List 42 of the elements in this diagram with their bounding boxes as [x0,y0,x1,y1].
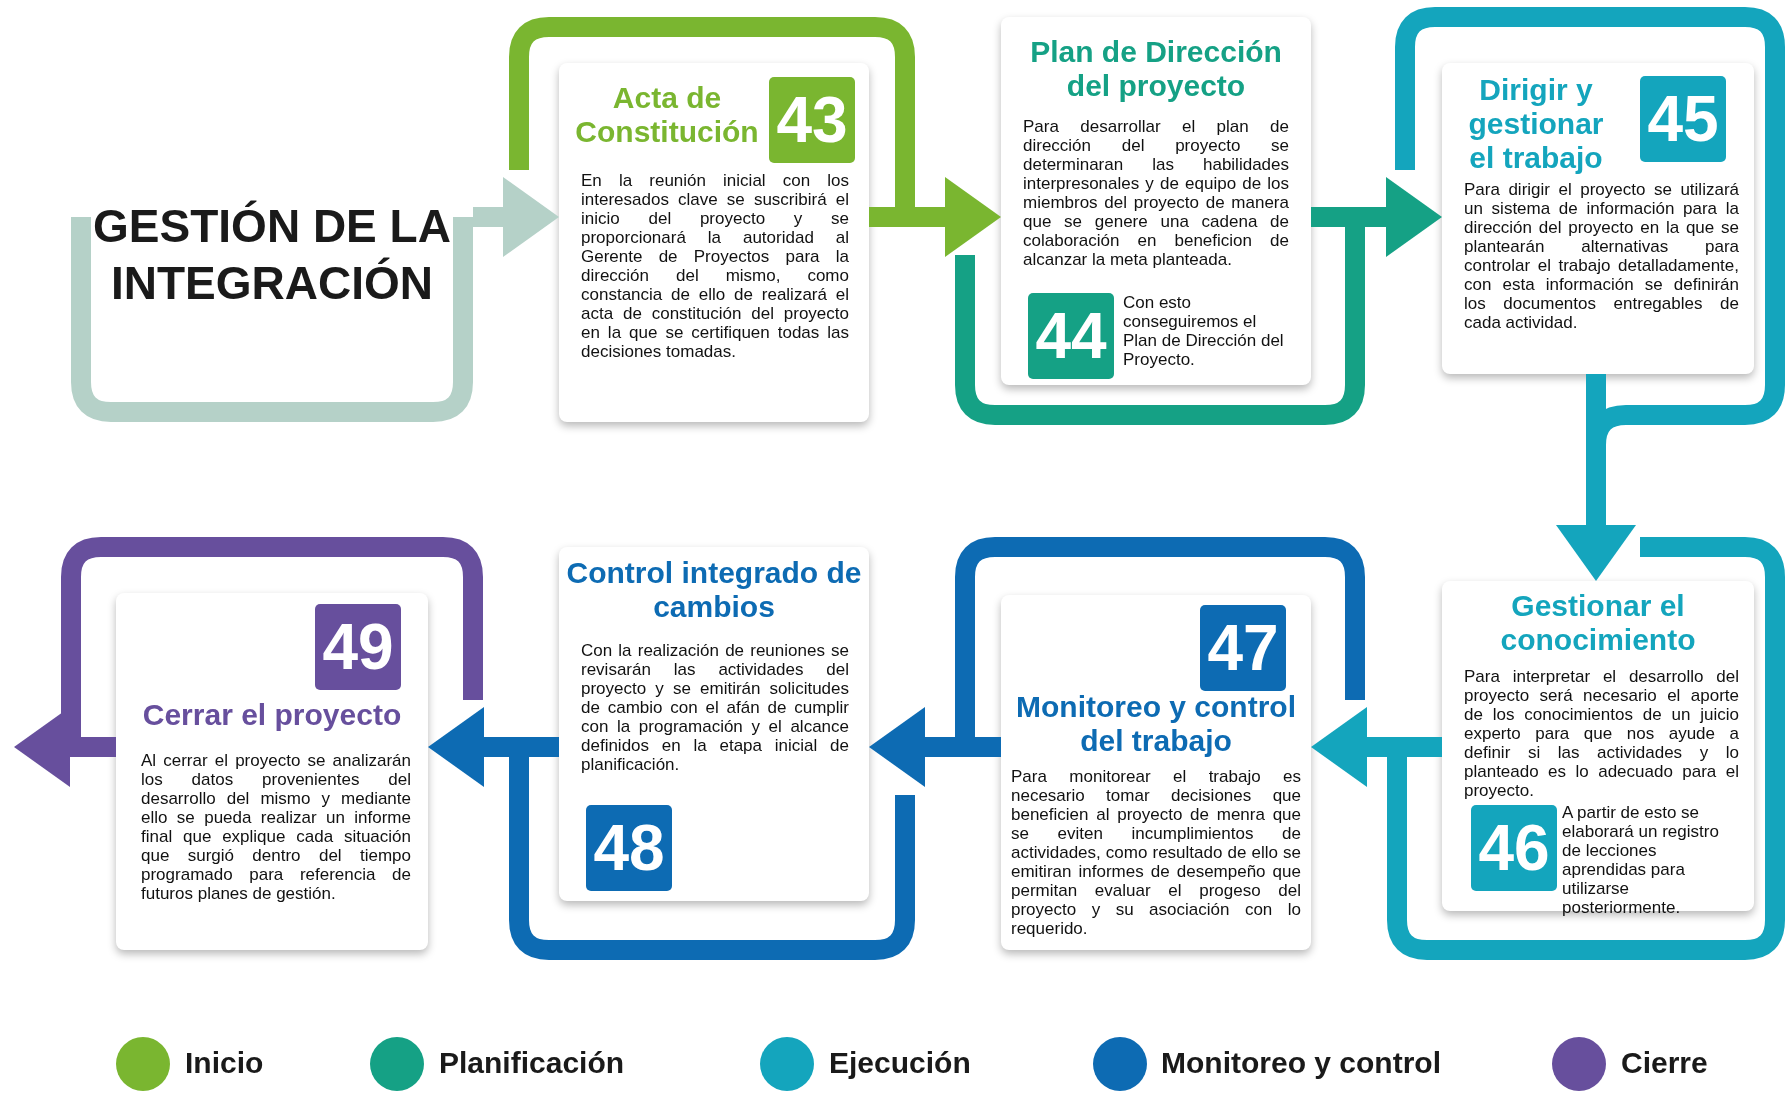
legend-label: Inicio [185,1046,264,1080]
flow-arrow [1311,177,1442,257]
step-description: A partir de esto se elaborará un registro de lecciones aprendidas para utilizarse posteriormente. [1562,803,1720,917]
step-description: Para interpretar el desarrollo del proyecto será necesario el aporte de los conocimientos de un juicio experto para que nos ayude a definir si las actividades y lo planteado es lo adecuado para el proyecto. [1464,667,1739,800]
step-card [559,547,869,901]
legend-label: Monitoreo y control [1161,1046,1441,1080]
step-number-badge: 43 [769,77,855,163]
legend-label: Planificación [439,1046,625,1080]
step-heading: Control integrado de cambios [565,556,863,624]
step-description: Para dirigir el proyecto se utilizará un sistema de información para la dirección del proyecto en la que se plantearán alternativas para controlar el trabajo detalladamente, con esta información se definirán los documentos entregables de cada actividad. [1464,180,1739,332]
step-number-badge: 49 [315,604,401,690]
legend-label: Cierre [1621,1046,1708,1080]
flow-arrow [473,177,559,257]
step-number-badge: 44 [1028,293,1114,379]
flow-arrow [869,707,1001,787]
step-heading: Gestionar el conocimiento [1499,589,1697,657]
step-description: Para monitorear el trabajo es necesario tomar decisiones que beneficien al proyecto de menra que se eviten incumplimientos de actividades, como resultado de ello se emitiran informes de desempeño que permitan evaluar el progeso del proyecto y su asociación con lo requerido. [1011,767,1301,938]
flow-arrow [428,707,559,787]
step-heading: Acta de Constitución [574,81,760,149]
title-text: GESTIÓN DE LA INTEGRACIÓN [92,199,452,311]
step-heading: Plan de Dirección del proyecto [1029,35,1283,103]
flow-arrow [1311,707,1442,787]
legend-label: Ejecución [829,1046,971,1080]
step-description: Para desarrollar el plan de dirección del proyecto se determinaran las habilidades interpresonales y de equipo de los miembros del proyecto de manera que se genere una cadena de colaboración en beneficion de alcanzar la meta planteada. [1023,117,1289,269]
step-heading: Monitoreo y control del trabajo [1015,690,1297,758]
step-description: Al cerrar el proyecto se analizarán los datos provenientes del desarrollo del mismo y mediante ello se pueda realizar un informe final que explique cada situación que surgió dentro del tiempo programado para referencia de futuros planes de gestión. [141,751,411,903]
step-number-badge: 46 [1471,805,1557,891]
step-card [1442,63,1754,374]
step-description: Con esto conseguiremos el Plan de Dirección del Proyecto. [1123,293,1285,369]
flow-arrow [1556,374,1636,581]
step-number-badge: 45 [1640,76,1726,162]
step-number-badge: 48 [586,805,672,891]
step-card [1001,17,1311,385]
step-heading: Cerrar el proyecto [141,698,403,732]
step-card [1001,595,1311,950]
step-description: Con la realización de reuniones se revisarán las actividades del proyecto y se emitirán solicitudes de cambio con el afán de cumplir con la programación y el alcance definidos en la etapa inicial de planificación. [581,641,849,774]
step-card [116,593,428,950]
step-card [559,63,869,422]
step-description: En la reunión inicial con los interesados clave se suscribirá el inicio del proyecto y se proporcionará la autoridad al Gerente de Proyectos para la dirección del mismo, como constancia de ello de realizará el acta de constitución del proyecto en la que se certifiquen todas las decisiones tomadas. [581,171,849,361]
step-number-badge: 47 [1200,605,1286,691]
flow-arrow [869,177,1001,257]
step-heading: Dirigir y gestionar el trabajo [1467,73,1605,175]
